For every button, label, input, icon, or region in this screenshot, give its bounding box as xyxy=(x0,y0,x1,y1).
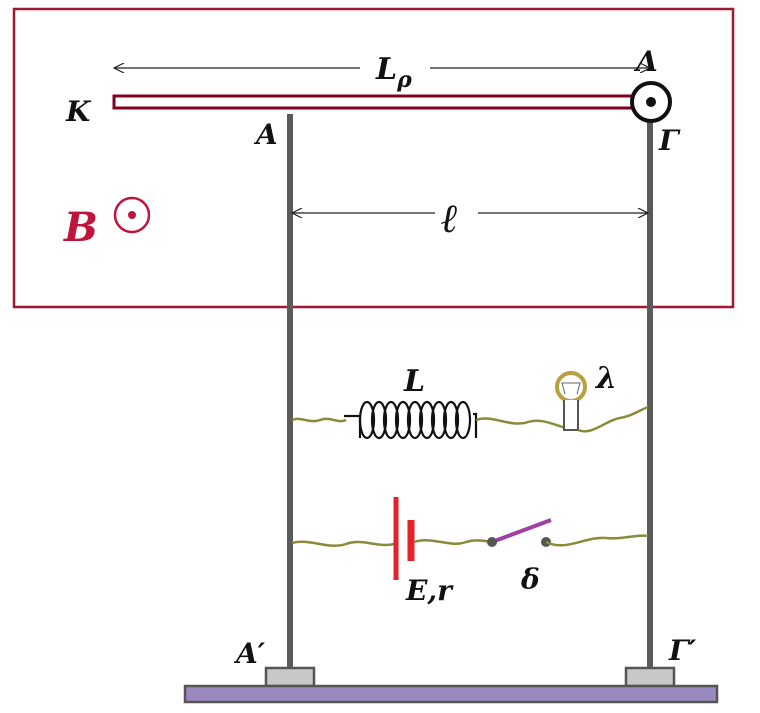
inductor-coil xyxy=(344,400,478,440)
base xyxy=(183,684,719,704)
rail-separation-label: ℓ xyxy=(441,195,458,242)
battery-label: E,r xyxy=(405,574,454,607)
inductor-label: L xyxy=(403,364,425,399)
support-right xyxy=(624,666,676,688)
field-region xyxy=(12,7,735,309)
rail-right-bottom-label: Γ′ xyxy=(668,634,697,667)
rod-left-end-label: K xyxy=(65,95,92,128)
rail-right-top-label: Γ xyxy=(658,124,681,157)
support-left xyxy=(264,666,316,688)
pivot-dot-icon xyxy=(630,81,672,123)
rod-length-label: Lρ xyxy=(375,52,412,93)
battery-icon xyxy=(393,497,415,580)
out-of-page-dot-icon xyxy=(113,196,151,234)
rod-right-end-label: Λ xyxy=(633,45,658,78)
wire-lower-right xyxy=(545,534,649,547)
wire-lower-middle xyxy=(413,539,493,545)
wire-upper-right xyxy=(577,405,649,433)
rod xyxy=(112,94,652,110)
field-label: B xyxy=(63,204,98,251)
lamp-icon xyxy=(555,371,587,431)
wire-lower-left xyxy=(291,540,395,547)
wire-upper-middle xyxy=(475,417,567,430)
switch-label: δ xyxy=(520,563,540,596)
wire-upper-left xyxy=(291,417,347,423)
switch-icon xyxy=(487,518,552,547)
lamp-label: λ xyxy=(594,361,617,396)
rail-left-bottom-label: A′ xyxy=(233,637,266,670)
rail-left-top-label: A xyxy=(253,118,278,151)
